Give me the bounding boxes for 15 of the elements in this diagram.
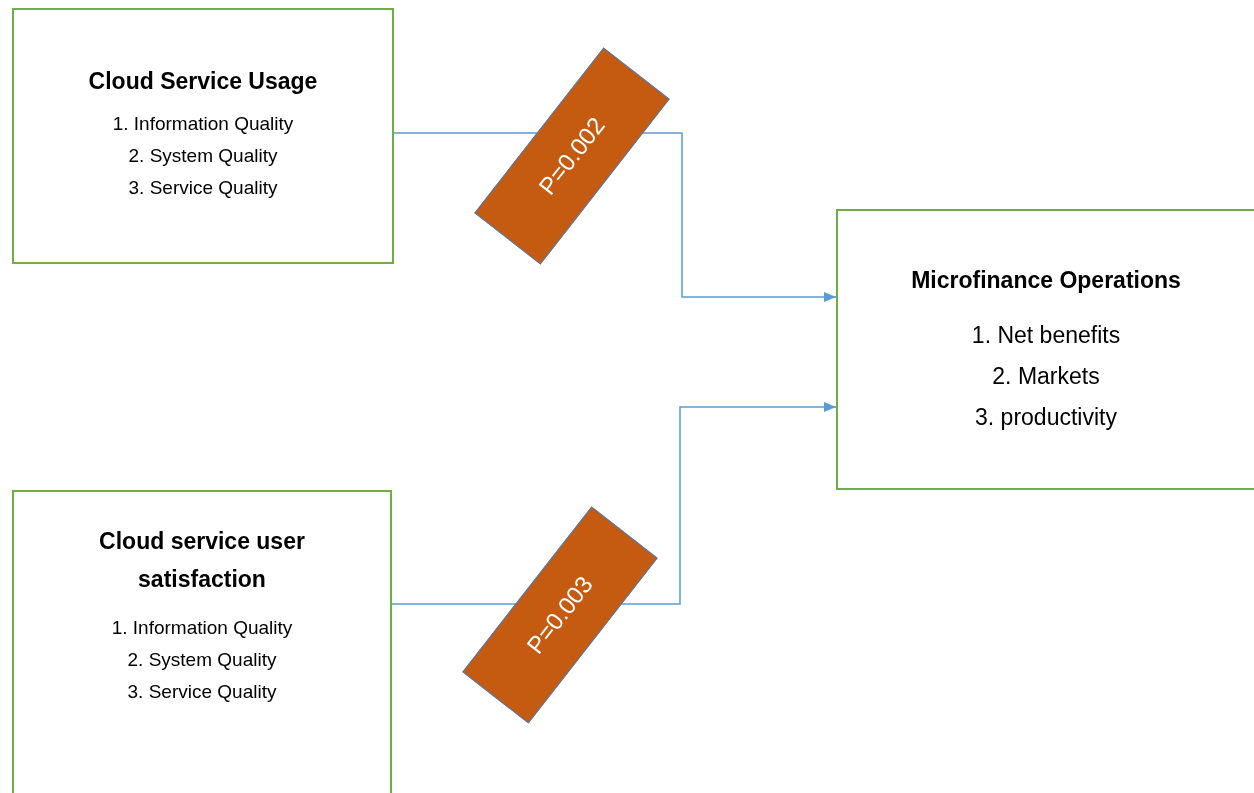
box-title: Cloud Service Usage	[88, 67, 318, 96]
list-item: 2. System Quality	[128, 144, 278, 168]
list-item: 3. productivity	[975, 403, 1117, 432]
box-title: Cloud service user satisfaction	[98, 527, 306, 594]
list-item: 3. Service Quality	[127, 680, 277, 704]
list-item: 1. Net benefits	[971, 321, 1121, 350]
concept-box	[836, 209, 1254, 490]
list-item: 2. Markets	[992, 362, 1100, 391]
list-item: 1. Information Quality	[111, 616, 293, 640]
box-title: Microfinance Operations	[911, 266, 1181, 295]
list-item: 1. Information Quality	[112, 112, 294, 136]
list-item: 3. Service Quality	[128, 176, 278, 200]
list-item: 2. System Quality	[127, 648, 277, 672]
concept-box	[12, 490, 392, 793]
concept-box	[12, 8, 394, 264]
